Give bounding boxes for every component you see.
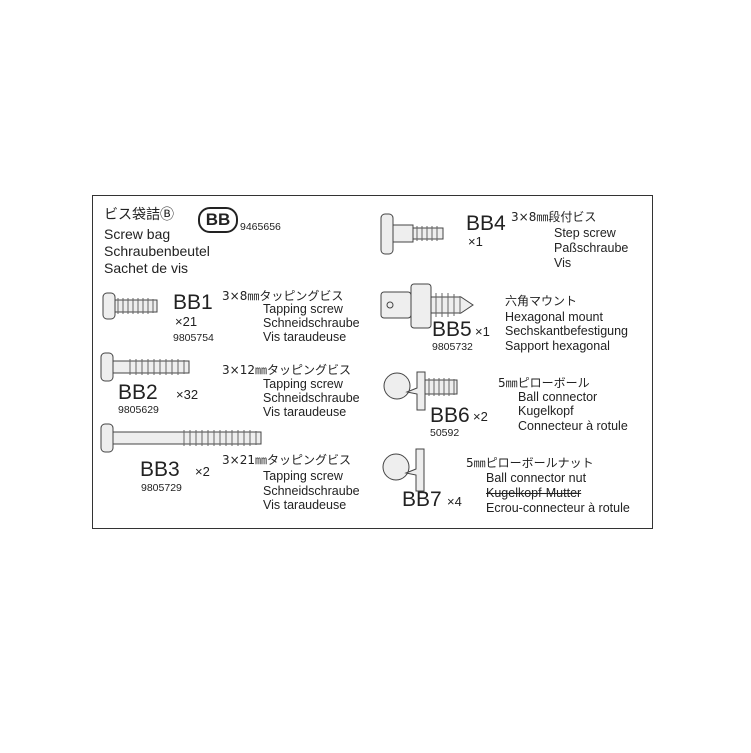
bb3-jp: 3×21㎜タッピングビス <box>222 453 351 467</box>
bb1-number: 9805754 <box>173 332 214 344</box>
bb6-fr: Connecteur à rotule <box>518 419 628 433</box>
bb6-de: Kugelkopf <box>518 404 574 418</box>
bb6-qty: ×2 <box>473 409 488 424</box>
bag-title-de: Schraubenbeutel <box>104 243 210 259</box>
bb5-number: 9805732 <box>432 341 473 353</box>
bb3-qty: ×2 <box>195 464 210 479</box>
bb2-screw-icon <box>100 352 190 382</box>
bag-title-en: Screw bag <box>104 226 171 242</box>
bb2-qty: ×32 <box>176 387 199 402</box>
bb7-id: BB7 <box>402 488 442 511</box>
bag-title-jp: ビス袋詰Ⓑ <box>104 207 174 223</box>
bb6-ball-connector-icon <box>383 371 458 411</box>
bag-title-fr: Sachet de vis <box>104 260 189 276</box>
bb1-id: BB1 <box>173 291 213 314</box>
bb3-number: 9805729 <box>141 482 182 494</box>
bb1-jp: 3×8㎜タッピングビス <box>222 289 344 303</box>
bag-number: 9465656 <box>240 221 281 233</box>
bb5-qty: ×1 <box>475 324 490 339</box>
bb2-jp: 3×12㎜タッピングビス <box>222 363 351 377</box>
bb2-number: 9805629 <box>118 404 159 416</box>
bb4-en: Step screw <box>554 226 616 240</box>
bb5-id: BB5 <box>432 318 472 341</box>
bb3-en: Tapping screw <box>263 469 343 483</box>
bb7-en: Ball connector nut <box>486 471 587 485</box>
bb3-fr: Vis taraudeuse <box>263 498 347 512</box>
bb3-screw-icon <box>100 423 262 453</box>
bb5-en: Hexagonal mount <box>505 310 603 324</box>
bb2-fr: Vis taraudeuse <box>263 405 347 419</box>
bb3-id: BB3 <box>140 458 180 481</box>
bb4-fr: Vis <box>554 256 572 270</box>
bb6-id: BB6 <box>430 404 470 427</box>
bb4-qty: ×1 <box>468 234 483 249</box>
bb7-ball-nut-icon <box>382 448 425 492</box>
bb2-id: BB2 <box>118 381 158 404</box>
bb7-qty: ×4 <box>447 494 462 509</box>
bb5-fr: Sapport hexagonal <box>505 339 610 353</box>
bb7-jp: 5㎜ピローボールナット <box>466 456 594 470</box>
bb6-en: Ball connector <box>518 390 598 404</box>
bb5-de: Sechskantbefestigung <box>505 324 629 338</box>
bb1-screw-icon <box>102 292 158 320</box>
bb1-de: Schneidschraube <box>263 316 360 330</box>
bb4-step-screw-icon <box>380 213 444 255</box>
screw-bag-panel <box>92 195 653 529</box>
bb7-de: Kugelkopf-Mutter <box>486 486 582 500</box>
bb3-de: Schneidschraube <box>263 484 360 498</box>
bb2-de: Schneidschraube <box>263 391 360 405</box>
bb7-fr: Ecrou-connecteur à rotule <box>486 501 630 515</box>
bb6-jp: 5㎜ピローボール <box>498 376 590 390</box>
bb6-number: 50592 <box>430 427 460 439</box>
bb1-en: Tapping screw <box>263 302 343 316</box>
bb4-id: BB4 <box>466 212 506 235</box>
bb5-hex-mount-icon <box>380 283 474 329</box>
bb4-de: Paßschraube <box>554 241 629 255</box>
bb1-qty: ×21 <box>175 314 198 329</box>
bb5-jp: 六角マウント <box>505 294 578 308</box>
bb4-jp: 3×8㎜段付ビス <box>511 210 597 224</box>
bb1-fr: Vis taraudeuse <box>263 330 347 344</box>
bag-code-badge: BB <box>198 207 238 233</box>
bb2-en: Tapping screw <box>263 377 343 391</box>
